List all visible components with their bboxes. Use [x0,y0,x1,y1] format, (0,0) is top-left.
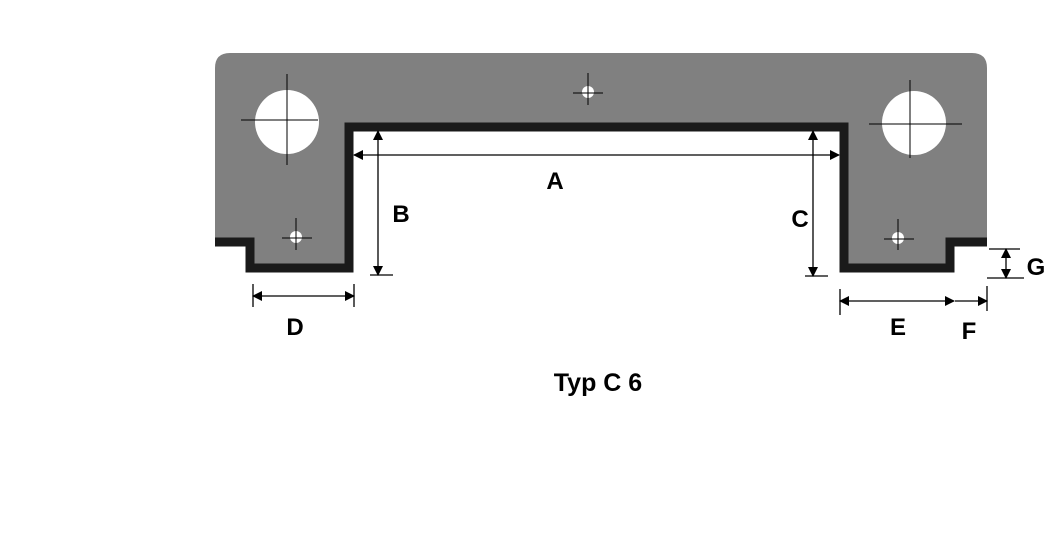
diagram-title: Typ C 6 [554,369,642,397]
label-b: B [392,201,409,228]
small-hole-right [884,219,914,250]
profile-outline [215,122,987,273]
label-c: C [791,206,808,233]
large-hole-left [241,74,319,165]
small-hole-left [282,218,312,250]
label-f: F [962,318,977,345]
label-a: A [546,168,563,195]
label-e: E [890,314,906,341]
large-hole-right [869,80,962,158]
label-d: D [286,314,303,341]
label-g: G [1027,254,1046,281]
profile-body [215,53,987,268]
small-hole-top [573,73,603,105]
